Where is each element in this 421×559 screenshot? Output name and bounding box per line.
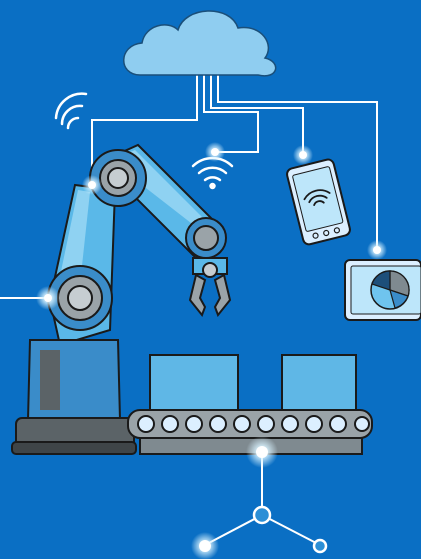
smartphone-icon bbox=[286, 158, 351, 246]
wifi-icon bbox=[191, 156, 234, 190]
wifi-icon bbox=[54, 92, 88, 130]
conveyor-boxes bbox=[149, 354, 357, 412]
robot-arm bbox=[11, 143, 232, 455]
network-nodes-icon bbox=[36, 142, 387, 559]
tablet-icon bbox=[344, 259, 421, 321]
pie-chart-icon bbox=[370, 270, 410, 310]
cloud-icon bbox=[123, 10, 277, 77]
